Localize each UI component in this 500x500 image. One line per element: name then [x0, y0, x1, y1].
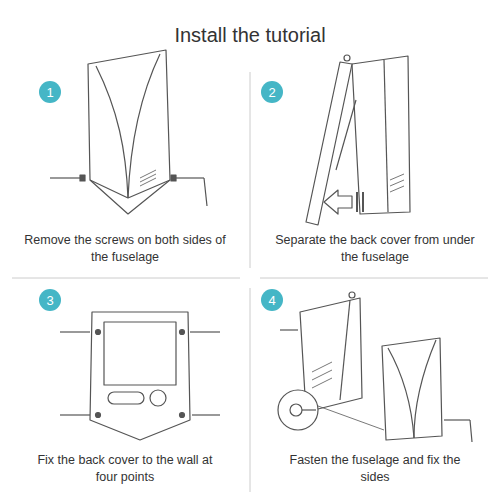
- caption-text: Fix the back cover to the wall at four p…: [37, 453, 212, 484]
- step-caption: Remove the screws on both sides of the f…: [20, 232, 230, 266]
- back-cover: [306, 62, 352, 225]
- panel-dividers: [12, 72, 488, 492]
- caption-text: Separate the back cover from under the f…: [275, 233, 474, 264]
- detail-screw: [290, 404, 302, 416]
- hook: [344, 55, 350, 61]
- caption-text: Fasten the fuselage and fix the sides: [290, 453, 461, 484]
- plate-hole: [150, 390, 166, 406]
- dryer-curve: [388, 348, 414, 438]
- step-caption: Fasten the fuselage and fix the sides: [275, 452, 475, 486]
- step-number-circle: 2: [261, 81, 283, 103]
- dryer-curve: [414, 340, 436, 438]
- step-number-circle: 3: [39, 289, 61, 311]
- back-plate-view: [60, 312, 220, 440]
- diagram-title: Install the tutorial: [0, 24, 500, 47]
- back-plate: [90, 312, 190, 440]
- screw-head: [171, 175, 176, 181]
- step-caption: Separate the back cover from under the f…: [270, 232, 480, 266]
- step-number: 4: [268, 294, 275, 307]
- screw-point: [96, 413, 101, 418]
- cover-slot: [336, 100, 356, 170]
- fasten-view: [278, 292, 472, 442]
- step-number-circle: 1: [39, 81, 61, 103]
- screw-point: [180, 413, 185, 418]
- dryer-curve: [128, 54, 160, 198]
- dryer-vent: [390, 174, 404, 192]
- screwdriver: [204, 178, 207, 206]
- divider-line: [250, 288, 251, 492]
- step-number: 2: [268, 86, 275, 99]
- dryer-curve: [96, 66, 128, 198]
- arrow-bar: [362, 192, 364, 212]
- screw: [280, 329, 298, 330]
- divider-line: [250, 72, 251, 268]
- screw-point: [180, 330, 185, 335]
- screw-point: [96, 330, 101, 335]
- step-caption: Fix the back cover to the wall at four p…: [30, 452, 220, 486]
- hook: [349, 292, 355, 298]
- dryer-edge: [384, 60, 388, 212]
- wall-screw: [60, 331, 90, 332]
- screw: [174, 177, 204, 178]
- dryer-vent: [140, 170, 156, 186]
- arrow-bar: [356, 192, 358, 212]
- dryer-base: [90, 180, 170, 198]
- plate-slot: [108, 392, 144, 404]
- wall-screw: [60, 414, 90, 415]
- step-number-circle: 4: [261, 289, 283, 311]
- leader-line: [318, 406, 384, 430]
- step-number: 3: [46, 294, 53, 307]
- screw: [50, 177, 82, 178]
- plate-panel: [104, 322, 176, 385]
- detail-circle: [278, 390, 318, 430]
- divider-line: [260, 278, 488, 279]
- detail-screw-shaft: [302, 409, 316, 410]
- wall-screw: [190, 331, 220, 332]
- caption-text: Remove the screws on both sides of the f…: [24, 233, 226, 264]
- back-cover: [340, 300, 350, 400]
- dryer-body: [352, 56, 410, 214]
- cover-removal-view: [306, 55, 410, 225]
- direction-arrow: [324, 190, 352, 214]
- dryer-vent: [312, 362, 332, 388]
- screw-head: [80, 175, 85, 181]
- dryer-body: [382, 338, 442, 440]
- wall-screw: [192, 414, 220, 415]
- step-number: 1: [46, 86, 53, 99]
- screw: [444, 419, 470, 420]
- divider-line: [12, 278, 240, 279]
- screwdriver: [470, 420, 472, 442]
- dryer-front-view: [50, 50, 207, 214]
- dryer-body: [88, 50, 170, 214]
